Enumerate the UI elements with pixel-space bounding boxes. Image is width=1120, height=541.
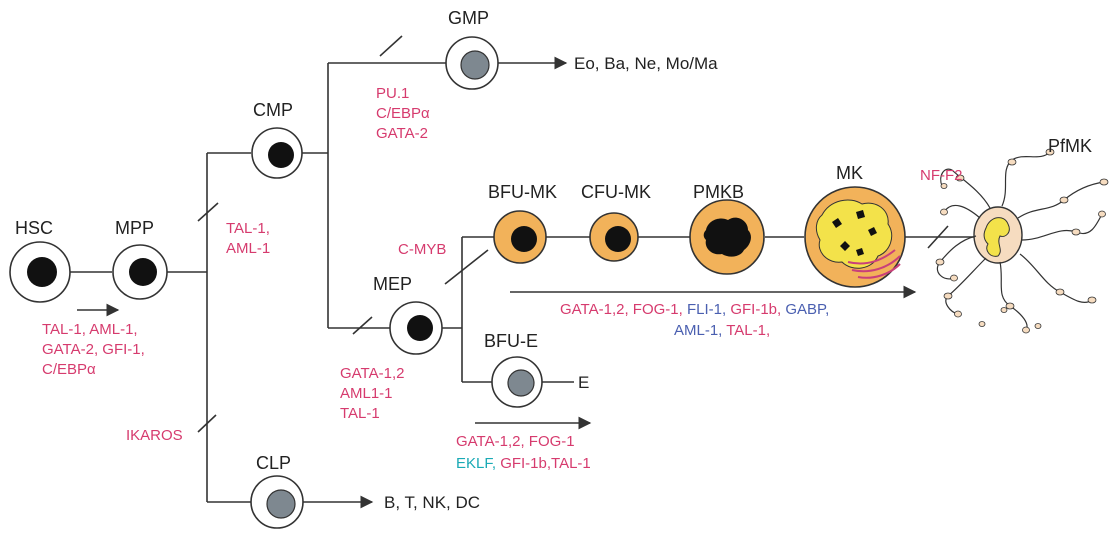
factor-line: GATA-1,2 <box>340 365 404 382</box>
mep-label: MEP <box>373 274 412 294</box>
factor-line: TAL-1, <box>226 220 270 237</box>
gmp-progeny-label: Eo, Ba, Ne, Mo/Ma <box>574 54 718 73</box>
factor-line: GATA-1,2, FOG-1, FLI-1, GFI-1b, GABP, <box>560 301 829 318</box>
factor-line: C/EBPα <box>42 361 96 378</box>
factor-line: TAL-1, AML-1, <box>42 321 138 338</box>
gmp-cell <box>445 36 499 90</box>
cell-labels: HSC MPP CMP GMP MEP CLP BFU-MK CFU-MK PM… <box>15 8 1092 473</box>
bfumk-cell <box>493 210 547 264</box>
factor-line: AML-1 <box>226 240 270 257</box>
mpp-cell <box>112 244 168 300</box>
mk-demarcation-lines <box>847 249 901 279</box>
connector-lines <box>70 62 975 503</box>
factor-line: TAL-1 <box>340 405 380 422</box>
erythrocyte-label: E <box>578 373 589 392</box>
bfue-nucleus <box>507 369 535 397</box>
slash-mark <box>927 225 949 249</box>
mk-granules <box>832 210 877 256</box>
factor-run: GATA-1,2, FOG-1 <box>456 433 575 450</box>
factor-line: C/EBPα <box>376 105 430 122</box>
arrows <box>77 56 917 509</box>
platelet-beads <box>935 148 1109 334</box>
pfmk-label: PfMK <box>1048 136 1092 156</box>
factor-run: AML-1, <box>674 322 726 339</box>
cfumk-nucleus <box>605 226 631 252</box>
factor-line: AML1-1 <box>340 385 393 402</box>
mk-label: MK <box>836 163 863 183</box>
mep-cell <box>389 301 443 355</box>
slash-mark <box>197 414 217 433</box>
bfu-e-label: BFU-E <box>484 331 538 351</box>
outcome-labels: Eo, Ba, Ne, Mo/Ma B, T, NK, DC E <box>384 54 718 512</box>
proplatelet-extensions <box>936 151 1105 331</box>
mpp-nucleus <box>129 258 157 286</box>
cmp-nucleus <box>268 142 294 168</box>
pmkb-cell <box>689 199 765 275</box>
bfumk-nucleus <box>511 226 537 252</box>
cmp-cell <box>251 127 303 179</box>
ikaros-label: IKAROS <box>126 427 183 444</box>
cmp-label: CMP <box>253 100 293 120</box>
factor-run: TAL-1, <box>726 322 770 339</box>
gmp-nucleus <box>460 50 490 80</box>
factor-labels: IKAROS C-MYB NF-F2 TAL-1, AML-1, GATA-2,… <box>42 85 963 472</box>
mpp-label: MPP <box>115 218 154 238</box>
pmkb-nucleus <box>703 217 751 257</box>
hsc-cell <box>9 241 71 303</box>
factor-line: AML-1, TAL-1, <box>674 322 770 339</box>
pfmk-nucleus <box>983 217 1010 257</box>
factor-run: GFI-1b,TAL-1 <box>500 455 591 472</box>
factor-run: GABP, <box>785 301 829 318</box>
pfmk-cell <box>935 148 1109 334</box>
slash-mark <box>352 316 373 335</box>
slash-mark <box>197 202 219 222</box>
clp-progeny-label: B, T, NK, DC <box>384 493 480 512</box>
mk-cytoplasm-detail <box>815 199 893 269</box>
clp-label: CLP <box>256 453 291 473</box>
cmyb-label: C-MYB <box>398 241 446 258</box>
hsc-label: HSC <box>15 218 53 238</box>
factor-line: EKLF, GFI-1b,TAL-1 <box>456 455 591 472</box>
clp-nucleus <box>266 489 296 519</box>
cfu-mk-label: CFU-MK <box>581 182 651 202</box>
factor-line: GATA-2, GFI-1, <box>42 341 145 358</box>
pmkb-label: PMKB <box>693 182 744 202</box>
factor-line: GATA-2 <box>376 125 428 142</box>
factor-run: GFI-1b, <box>730 301 785 318</box>
factor-run: GATA-1,2, FOG-1, <box>560 301 687 318</box>
slash-marks <box>197 35 949 433</box>
slash-mark <box>379 35 403 57</box>
cfumk-cell <box>589 212 639 262</box>
factor-run: EKLF, <box>456 455 500 472</box>
mep-nucleus <box>407 315 433 341</box>
mk-cell <box>804 186 906 288</box>
factor-line: GATA-1,2, FOG-1 <box>456 433 575 450</box>
gmp-label: GMP <box>448 8 489 28</box>
slash-mark <box>444 249 489 285</box>
factor-line: PU.1 <box>376 85 409 102</box>
hsc-nucleus <box>27 257 57 287</box>
factor-run: FLI-1, <box>687 301 730 318</box>
clp-cell <box>250 475 304 529</box>
nff2-label: NF-F2 <box>920 167 963 184</box>
bfue-cell <box>491 356 543 408</box>
bfu-mk-label: BFU-MK <box>488 182 557 202</box>
